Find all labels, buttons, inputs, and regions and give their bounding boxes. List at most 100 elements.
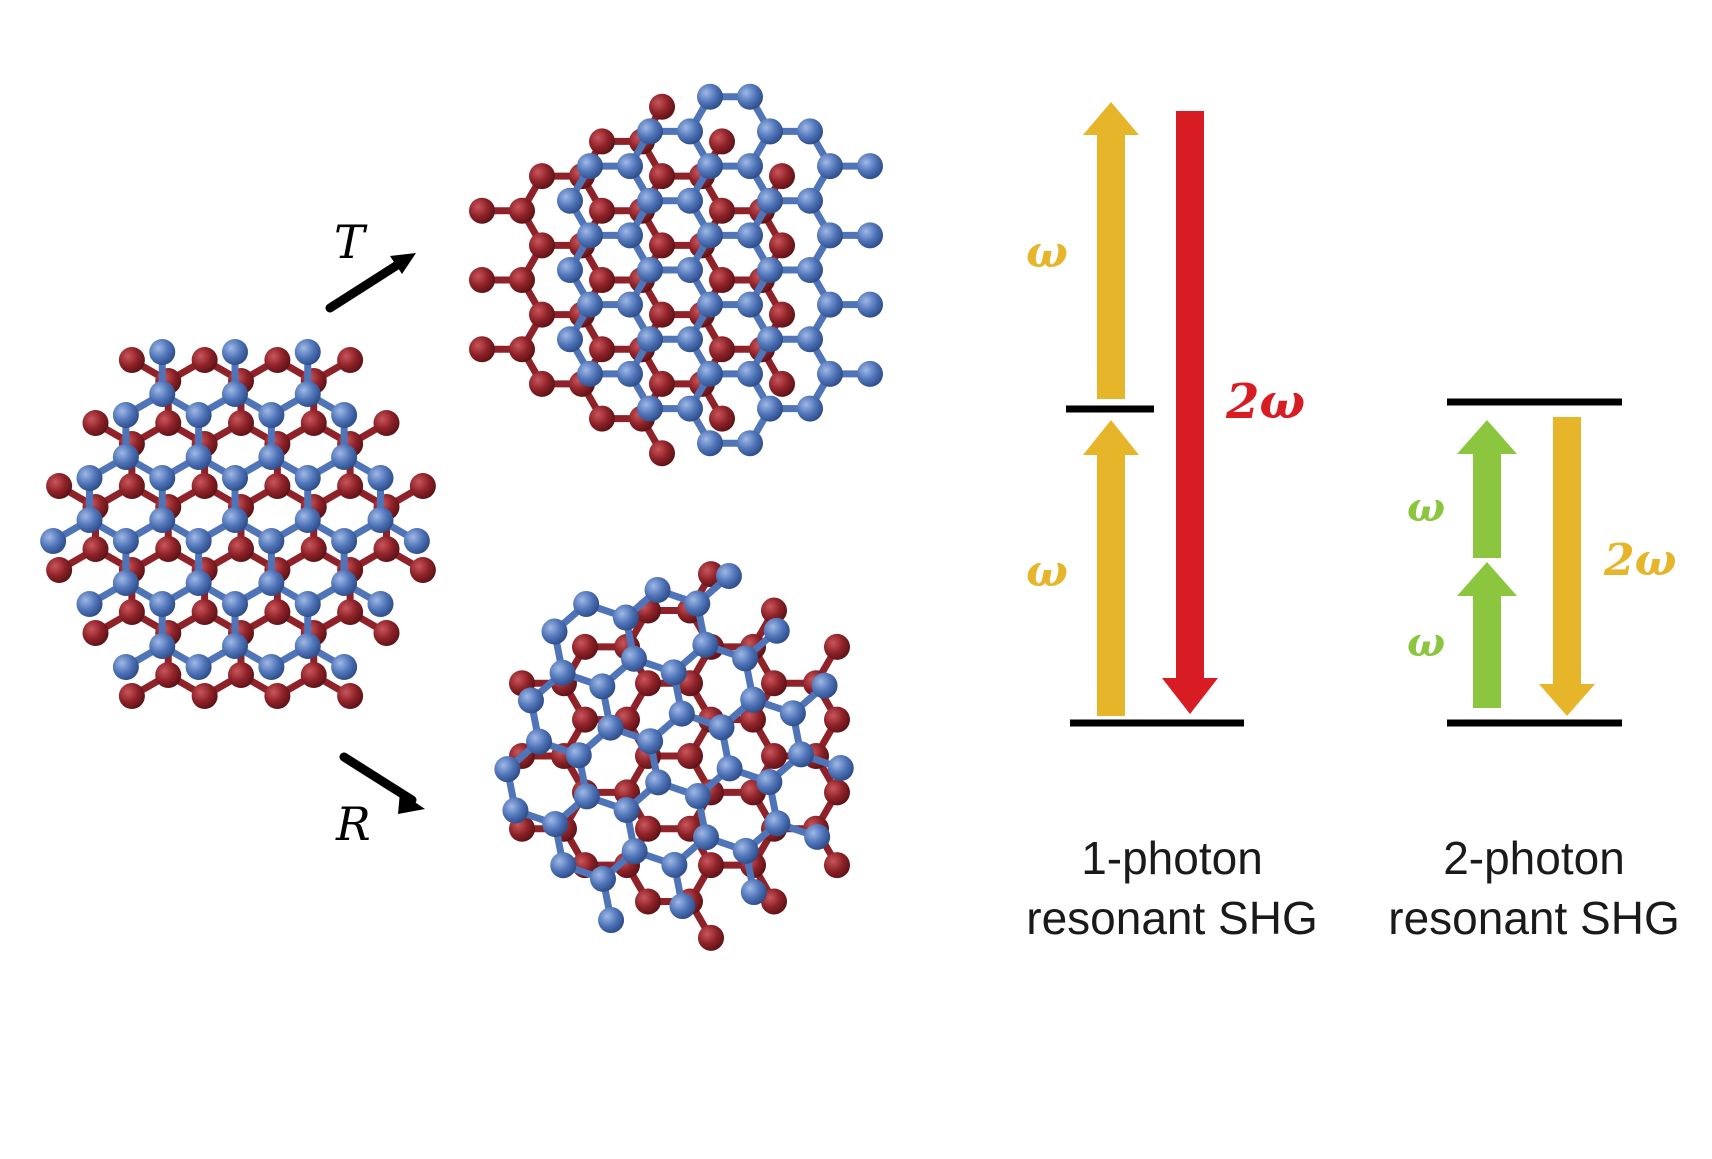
atom [529,232,555,259]
atom [76,465,103,491]
atom [191,347,218,373]
atom [635,888,661,915]
atom [764,810,791,837]
atom [635,670,661,697]
atom [112,654,139,680]
atom [709,405,735,432]
atom [737,360,763,387]
atom [811,672,838,699]
atom [761,743,787,769]
atom [494,756,521,783]
atom [118,683,145,709]
one-photon-shg-arrow-icon [1162,111,1218,714]
atom [191,683,218,709]
atom [222,339,248,365]
atom [258,654,285,680]
atom [331,444,358,470]
atom [613,797,640,824]
atom [817,153,843,180]
atom [82,410,109,436]
atom [677,326,703,353]
atom [649,93,675,120]
atom [222,381,248,407]
atom [149,465,176,491]
atom [185,528,212,554]
atom [155,410,182,436]
atom [264,683,291,709]
atom [331,570,358,596]
atom [779,700,806,727]
two-photon-diagram: ω ω 2ω 2-photon resonant SHG [1388,398,1680,944]
atom [589,673,616,700]
atom [149,591,176,617]
atom [761,597,787,624]
atom [509,267,535,293]
atom [620,645,647,672]
atom [517,687,544,714]
atom [40,528,67,554]
atom [46,473,73,499]
atom [589,865,616,892]
atom [191,473,218,499]
one-photon-lower-omega-arrow-icon [1083,420,1139,716]
one-photon-upper-omega-arrow-icon [1083,102,1139,399]
atom [737,83,763,110]
atom [112,444,139,470]
atom [757,326,783,353]
atom [697,430,723,457]
atom [589,128,615,155]
atom [82,620,109,646]
atom [118,599,145,625]
translation-label: T [334,215,368,269]
atom [824,633,850,660]
translation-arrow-icon [325,253,416,313]
atom [797,187,823,214]
atom [76,591,103,617]
atom [817,222,843,249]
atom [740,686,767,713]
atom [637,257,663,283]
atom [337,473,364,499]
atom [337,347,364,373]
atom [367,465,394,491]
two-photon-lower-omega-arrow-icon [1457,562,1517,708]
atom [577,153,603,180]
atom [118,473,145,499]
atom [529,370,555,397]
atom [649,163,675,190]
atom [373,536,400,562]
atom [258,528,285,554]
atom [827,755,854,782]
atom [756,769,783,796]
atom [82,536,109,562]
atom [677,187,703,214]
atom [697,153,723,180]
atom [300,410,327,436]
atom [294,507,321,533]
atom [589,336,615,363]
top-layer-blue [40,339,430,680]
atom [577,222,603,249]
atom [294,633,321,659]
atom [709,267,735,293]
atom [649,440,675,467]
one-photon-caption-line1: 1-photon [1081,832,1263,884]
atom [222,633,248,659]
atom [769,163,795,190]
atom [787,741,814,768]
atom [76,507,103,533]
two-photon-shg-arrow-icon [1539,417,1595,716]
atom [258,570,285,596]
atom [668,700,695,727]
atom [185,402,212,428]
atom [709,128,735,155]
atom [294,465,321,491]
atom [331,654,358,680]
atom [857,360,883,387]
atom [222,591,248,617]
atom [185,570,212,596]
atom [692,631,719,658]
atom [469,336,495,363]
atom [529,301,555,328]
atom [737,222,763,249]
